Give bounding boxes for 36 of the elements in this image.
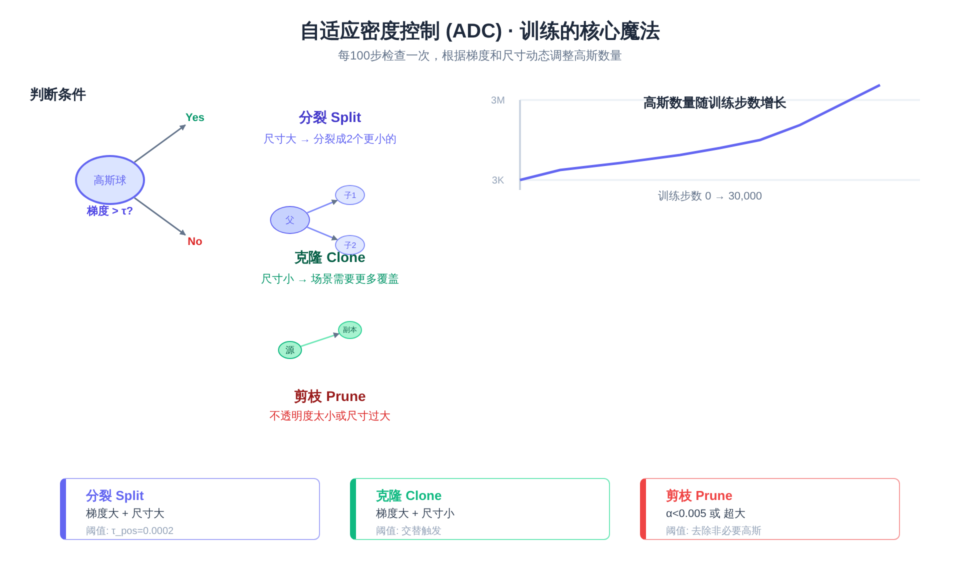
diagram-title: 自适应密度控制 (ADC) · 训练的核心魔法: [300, 19, 660, 44]
split-description: 尺寸大 → 分裂成2个更小的: [263, 132, 397, 146]
prune-heading: 剪枝 Prune: [294, 388, 366, 406]
clone-card: [350, 478, 610, 540]
arrow: [300, 332, 340, 348]
child-ellipse: 子1: [335, 185, 365, 205]
tick-label: 3K: [492, 176, 504, 186]
diagram-subtitle: 每100步检查一次，根据梯度和尺寸动态调整高斯数量: [338, 48, 622, 64]
arrow: [134, 197, 186, 236]
arrow: [134, 124, 186, 163]
clone-description: 尺寸小 → 场景需要更多覆盖: [260, 272, 400, 286]
threshold-text: 阈值: 去除非必要高斯: [666, 524, 762, 538]
no-label: No: [188, 236, 202, 248]
threshold-text: 阈值: 交替触发: [376, 524, 442, 538]
section-heading: 判断条件: [30, 86, 86, 104]
card-text: 梯度大 + 尺寸大: [86, 506, 165, 521]
yes-label: Yes: [186, 112, 204, 124]
source-ellipse: 源: [278, 341, 302, 359]
split-card: [60, 478, 320, 540]
gaussian-ellipse: 高斯球: [75, 155, 145, 205]
prune-card: [640, 478, 900, 540]
threshold-text: 阈值: τ_pos=0.0002: [86, 525, 174, 538]
split-heading: 分裂 Split: [298, 109, 362, 127]
card-heading: 分裂 Split: [86, 487, 144, 505]
card-heading: 剪枝 Prune: [666, 487, 732, 505]
axis-label: 训练步数 0 → 30,000: [658, 190, 762, 204]
condition-label: 梯度 > τ?: [86, 204, 134, 218]
card-heading: 克隆 Clone: [376, 487, 442, 505]
arrow: [306, 200, 338, 214]
arrow: [306, 226, 338, 240]
card-text: 梯度大 + 尺寸小: [376, 506, 455, 521]
tick-label: 3M: [491, 96, 505, 106]
prune-description: 不透明度太小或尺寸过大: [270, 409, 390, 424]
parent-ellipse: 父: [270, 206, 310, 234]
card-text: α<0.005 或 超大: [666, 507, 746, 521]
chart-title: 高斯数量随训练步数增长: [644, 94, 786, 112]
